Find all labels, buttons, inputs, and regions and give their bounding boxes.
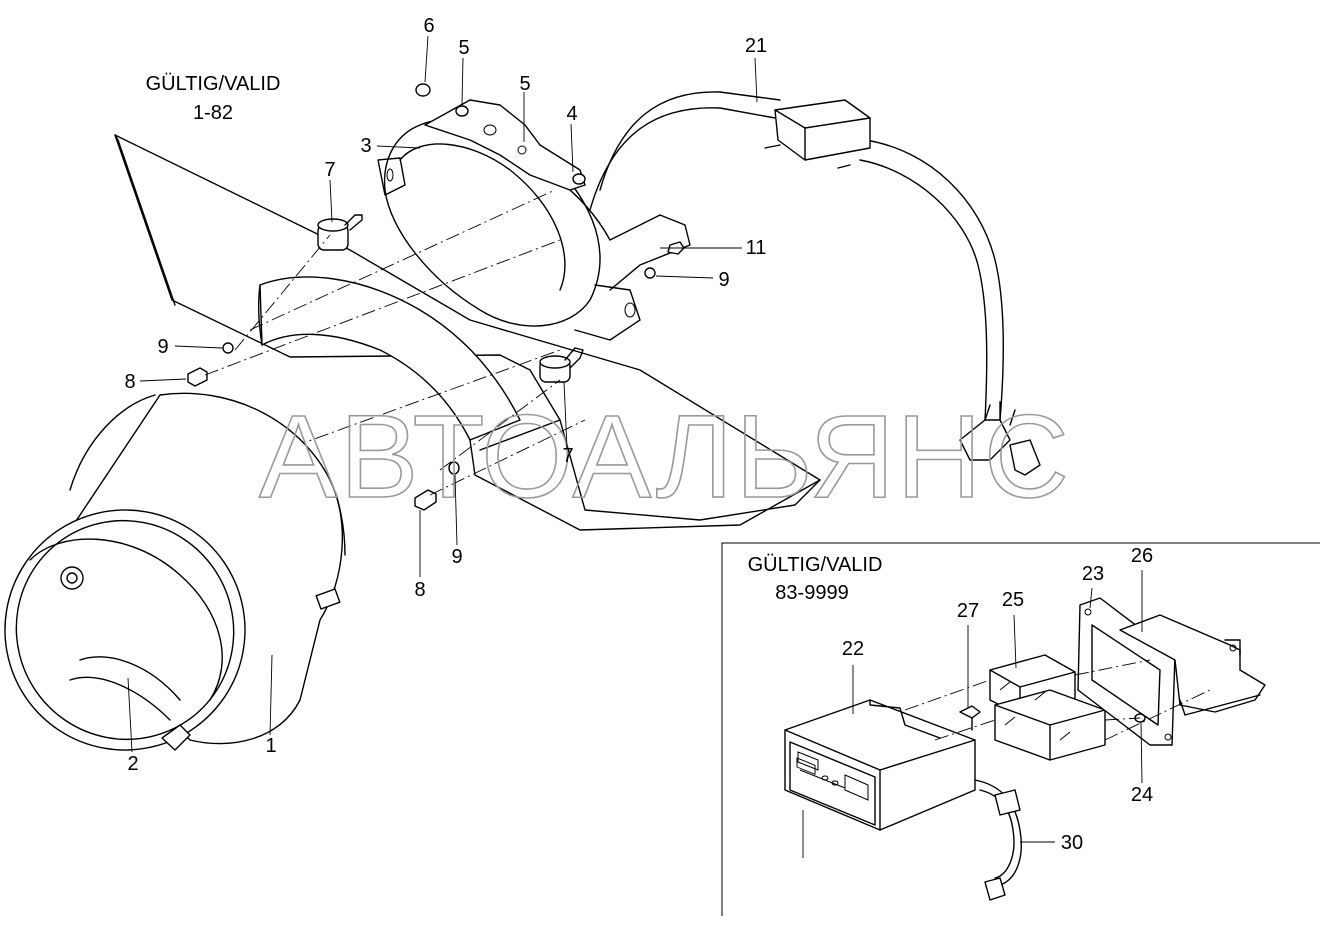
- callout-4: 4: [566, 103, 577, 125]
- fasteners-left: [187, 241, 685, 511]
- digital-tachograph: [784, 699, 976, 831]
- callout-5: 5: [458, 37, 469, 59]
- callout-25: 26: [1131, 545, 1153, 567]
- callout-3: 3: [360, 135, 371, 157]
- washer-icon: [448, 461, 460, 475]
- frame-plate: [1077, 597, 1266, 746]
- callout-9: 9: [718, 269, 729, 291]
- callout-22: 23: [1082, 563, 1104, 585]
- inset-frame: [721, 542, 1320, 916]
- validity-1-range: 1-82: [193, 102, 233, 124]
- validity-2-range: 83-9999: [775, 582, 848, 604]
- washer-icon: [455, 105, 469, 117]
- callout-1: 1: [265, 735, 276, 757]
- cable-harness: [589, 91, 1041, 476]
- callout-5: 5: [519, 73, 530, 95]
- callout-26: 30: [1061, 832, 1083, 854]
- watermark: АВТОАЛЬЯНС: [259, 391, 1071, 523]
- bolt-icon: [187, 367, 208, 387]
- connector-box-icon: [774, 99, 871, 161]
- callout-23: 24: [1131, 784, 1153, 806]
- assembly-center-lines: [204, 189, 586, 496]
- validity-2-title: GÜLTIG/VALID: [748, 554, 883, 576]
- callout-24: 25: [1002, 589, 1024, 611]
- callout-9: 9: [157, 336, 168, 358]
- callout-21: 22: [842, 638, 864, 660]
- leader-lines: [127, 35, 1143, 858]
- callout-8: 8: [414, 579, 425, 601]
- callout-2: 2: [127, 753, 138, 775]
- nut-icon: [415, 83, 431, 97]
- validity-1-title: GÜLTIG/VALID: [146, 73, 281, 95]
- gauge-shroud: [257, 276, 521, 441]
- rubber-mount-top: [317, 214, 363, 251]
- callout-27: 27: [957, 600, 979, 622]
- screw-icon: [959, 705, 981, 719]
- washer-icon: [644, 267, 656, 279]
- callout-9: 9: [451, 546, 462, 568]
- mounting-sleeves: [989, 654, 1106, 761]
- mounting-plate: [114, 134, 821, 531]
- screw-27: [959, 705, 981, 731]
- washer-icon: [222, 342, 234, 354]
- screw-icon: [572, 173, 586, 185]
- callout-labels: 6 5 5 4 3 7 11 9 9 8 7 8 9 21 1 2 22 25 …: [124, 15, 1153, 854]
- upper-bracket: [415, 83, 586, 191]
- inset-assembly-lines: [904, 659, 1211, 741]
- callout-7: 7: [324, 159, 335, 181]
- gauge-eyelet-icon: [60, 566, 84, 590]
- cable-26: [974, 779, 1022, 901]
- callout-7: 7: [562, 445, 573, 467]
- callout-6: 6: [423, 15, 434, 37]
- rubber-mount-bottom: [539, 347, 584, 383]
- callout-10: 11: [746, 237, 767, 259]
- callout-11: 21: [745, 35, 767, 57]
- callout-8: 8: [124, 371, 135, 393]
- tachograph-gauge: [4, 392, 346, 751]
